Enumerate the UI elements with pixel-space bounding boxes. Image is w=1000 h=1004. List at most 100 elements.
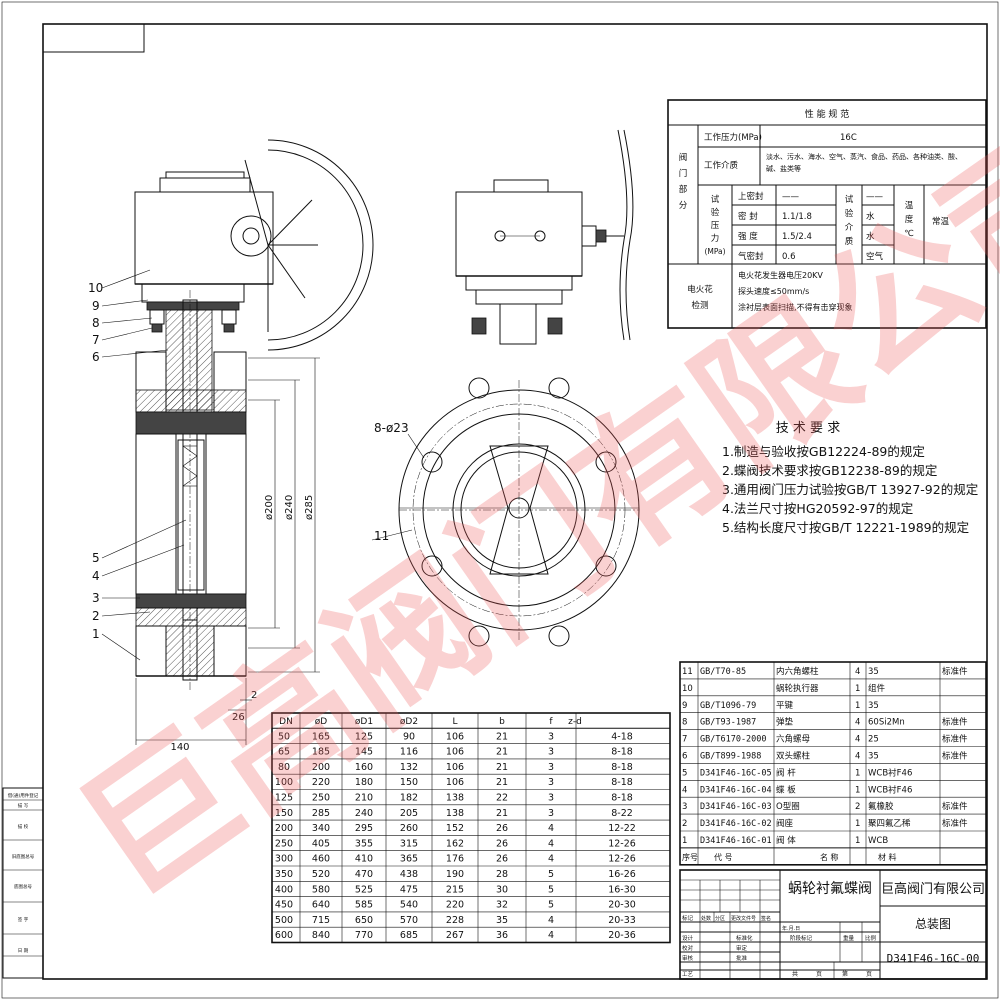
bom-cell: 8 bbox=[682, 718, 687, 728]
dim-cell: 162 bbox=[446, 838, 464, 849]
bom-cell: 1 bbox=[855, 819, 860, 829]
tb-approve-2: 批准 bbox=[736, 954, 748, 962]
dim-cell: 475 bbox=[400, 884, 418, 895]
bom-cell: 标准件 bbox=[942, 734, 968, 745]
drawing-number: D341F46-16C-00 bbox=[887, 952, 980, 965]
tb-row-check: 校对 bbox=[682, 944, 694, 952]
bom-cell: 35 bbox=[868, 701, 879, 711]
dim-cell: 267 bbox=[446, 930, 464, 941]
test-pressure-label-0: 试 bbox=[711, 194, 720, 205]
test-row-value-0: —— bbox=[782, 192, 800, 202]
strip-trace-check: 描 校 bbox=[18, 823, 29, 830]
dim-cell: 16-30 bbox=[608, 884, 636, 895]
strip-trace: 描 写 bbox=[18, 802, 29, 809]
dim-cell: 3 bbox=[548, 747, 554, 758]
tb-scale: 比例 bbox=[865, 934, 877, 942]
strip-sign: 签 字 bbox=[18, 916, 29, 923]
bom-cell: GB/T70-85 bbox=[700, 667, 746, 677]
dim-w2: 2 bbox=[251, 690, 257, 701]
dim-cell: 4-18 bbox=[611, 731, 633, 742]
test-medium-value-0: —— bbox=[866, 192, 884, 202]
dim-cell: 90 bbox=[403, 731, 415, 742]
dim-cell: 5 bbox=[548, 884, 554, 895]
dim-header-0: DN bbox=[279, 717, 293, 727]
test-row-name-2: 强 度 bbox=[738, 231, 758, 242]
spark-label-0: 电火花 bbox=[687, 284, 713, 295]
dim-cell: 5 bbox=[548, 900, 554, 911]
perf-section-valve-0: 阀 bbox=[679, 153, 688, 163]
dim-cell: 365 bbox=[400, 854, 418, 865]
dim-cell: 585 bbox=[355, 900, 373, 911]
dim-cell: 80 bbox=[278, 762, 290, 773]
bom-cell: 内六角螺柱 bbox=[776, 666, 819, 677]
part-label-7: 7 bbox=[92, 333, 100, 347]
dim-cell: 500 bbox=[275, 915, 293, 926]
dim-cell: 570 bbox=[400, 915, 418, 926]
part-label-2: 2 bbox=[92, 609, 100, 623]
part-label-1: 1 bbox=[92, 627, 100, 641]
dim-cell: 355 bbox=[355, 838, 373, 849]
test-medium-value-1: 水 bbox=[866, 211, 875, 222]
bom-cell: 弹垫 bbox=[776, 717, 794, 728]
dim-cell: 32 bbox=[496, 900, 508, 911]
dim-cell: 21 bbox=[496, 731, 508, 742]
bom-cell: 25 bbox=[868, 735, 879, 745]
bom-cell: 1 bbox=[855, 701, 860, 711]
bom-cell: 标准件 bbox=[942, 666, 968, 677]
tb-standardization: 标准化 bbox=[736, 934, 753, 942]
dim-cell: 4 bbox=[548, 930, 554, 941]
dim-cell: 125 bbox=[355, 731, 373, 742]
bom-cell: D341F46-16C-03 bbox=[700, 802, 772, 812]
bom-cell: D341F46-16C-02 bbox=[700, 819, 772, 829]
dim-cell: 132 bbox=[400, 762, 418, 773]
part-label-3: 3 bbox=[92, 591, 100, 605]
bom-cell: 1 bbox=[855, 836, 860, 846]
side-view bbox=[134, 139, 374, 690]
part-label-5: 5 bbox=[92, 551, 100, 565]
bom-cell: 11 bbox=[682, 667, 693, 677]
dim-cell: 200 bbox=[275, 823, 293, 834]
body-callout-leader bbox=[371, 529, 413, 541]
tb-row-review: 审核 bbox=[682, 954, 694, 962]
dim-cell: 580 bbox=[312, 884, 330, 895]
bom-cell: 双头螺柱 bbox=[776, 751, 811, 762]
bom-cell: 氟橡胶 bbox=[868, 801, 894, 812]
side-dims bbox=[135, 357, 320, 745]
tb-row-design: 设计 bbox=[682, 934, 694, 942]
dim-cell: 600 bbox=[275, 930, 293, 941]
tb-sheet-unit-2: 页 bbox=[866, 971, 872, 978]
dim-cell: 215 bbox=[446, 884, 464, 895]
bom-cell: 5 bbox=[682, 768, 687, 778]
dim-cell: 150 bbox=[400, 777, 418, 788]
company-name: 巨高阀门有限公司 bbox=[881, 881, 985, 897]
bom-cell: 阀座 bbox=[776, 818, 794, 829]
bom-cell: 阀 体 bbox=[776, 835, 796, 846]
bom-cell: GB/T1096-79 bbox=[700, 701, 756, 711]
medium-label: 工作介质 bbox=[704, 160, 739, 171]
bom-cell: 标准件 bbox=[942, 801, 968, 812]
bom-cell: 7 bbox=[682, 735, 687, 745]
dim-cell: 4 bbox=[548, 823, 554, 834]
part-label-10: 10 bbox=[88, 281, 103, 295]
bom-cell: 3 bbox=[682, 802, 687, 812]
dim-cell: 250 bbox=[312, 793, 330, 804]
temp-label-0: 温 bbox=[905, 200, 914, 211]
bom-cell: 2 bbox=[855, 802, 860, 812]
dim-cell: 438 bbox=[400, 869, 418, 880]
test-medium-label-0: 试 bbox=[845, 194, 854, 205]
dim-cell: 4 bbox=[548, 915, 554, 926]
dim-cell: 12-26 bbox=[608, 854, 636, 865]
dim-cell: 470 bbox=[355, 869, 373, 880]
test-row-value-2: 1.5/2.4 bbox=[782, 232, 812, 242]
dim-cell: 350 bbox=[275, 869, 293, 880]
dim-cell: 26 bbox=[496, 823, 508, 834]
test-row-name-1: 密 封 bbox=[738, 211, 758, 222]
dim-cell: 8-18 bbox=[611, 777, 633, 788]
dim-cell: 150 bbox=[275, 808, 293, 819]
spark-label-1: 检测 bbox=[691, 300, 708, 311]
dim-cell: 525 bbox=[355, 884, 373, 895]
left-side-strip: 借(通)用件登记 描 写 描 校 旧底图总号 底图总号 签 字 日 期 bbox=[2, 787, 44, 979]
dim-cell: 116 bbox=[400, 747, 418, 758]
spark-line-1: 探头速度≤50mm/s bbox=[738, 286, 809, 296]
